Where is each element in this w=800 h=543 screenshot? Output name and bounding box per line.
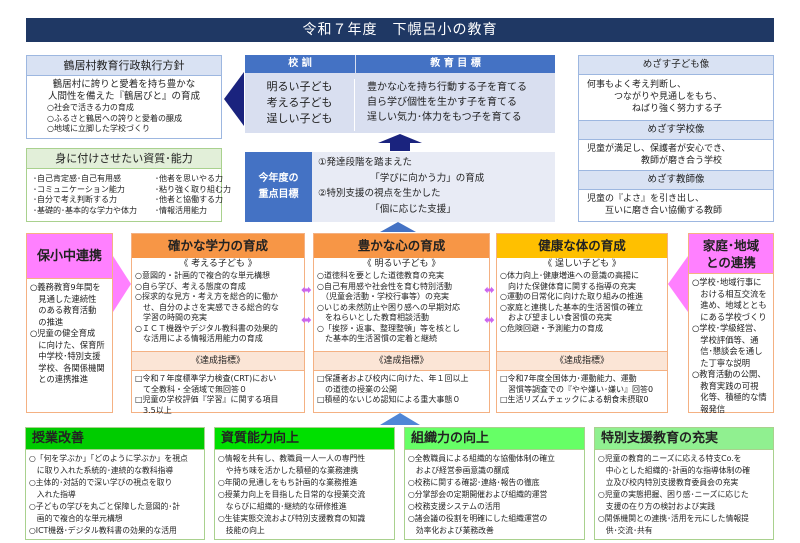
double-arrow-icon: ⬌: [484, 313, 495, 328]
aims-box: めざす子ども像 何事もよく考え判断し、 つながりや見通しをもち、 ねばり強く努力…: [578, 55, 774, 222]
policy-box: 鶴居村教育行政執行方針 鶴居村に誇りと愛着を持ち豊かな 人間性を備えた『鶴居びと…: [26, 55, 222, 139]
skills-header: 身に付けさせたい資質･能力: [27, 149, 221, 169]
family-link-box: 家庭･地域 との連携 ○学校･地域行事に おける相互交流を 進め、地域ととも に…: [688, 233, 774, 414]
heart-indicators: □保護者および校内に向けた、年１回以上 の道徳の授業の公開 □積極的ないじめ認知…: [317, 374, 469, 404]
health-sub: 《 逞しい子ども 》: [543, 259, 621, 269]
special-support-box: 特別支援教育の充実 ○児童の教育的ニーズに応える特支Co.を 中心とした組織的･…: [594, 427, 774, 540]
double-arrow-icon: ⬌: [301, 313, 312, 328]
academic-items: ○意図的・計画的で複合的な単元構想 ○自ら学び、考える態度の育成 ○探求的な見方…: [135, 271, 279, 343]
page-title: 令和７年度 下幌呂小の教育: [26, 18, 774, 42]
arrow-up-icon: [378, 134, 422, 143]
lesson-improvement-text: ○「何を学ぶか」「どのように学ぶか」を視点 に取り入れた系統的･連続的な教科指導…: [29, 454, 188, 535]
aim-header-teacher: めざす教師像: [579, 171, 773, 190]
arrow-up-icon: [380, 222, 416, 232]
aim-text-teacher: 児童の『よさ』を引き出し、 互いに磨き合い協働する教師: [587, 194, 723, 216]
double-arrow-icon: ⬌: [484, 283, 495, 298]
motto-table: 校 訓 教 育 目 標 明るい子ども 考える子ども 逞しい子ども 豊かな心を持ち…: [245, 55, 555, 133]
policy-main: 鶴居村に誇りと愛着を持ち豊かな 人間性を備えた『鶴居びと』の育成: [47, 79, 200, 102]
health-column: 健康な体の育成 《 逞しい子ども 》 ○体力向上･健康増進への意識の高揚に 向け…: [496, 233, 668, 413]
competency-box: 資質能力向上 ○情報を共有し、教職員一人一人の専門性 や持ち味を活かした積極的な…: [214, 427, 395, 540]
organization-text: ○全教職員による組織的な協働体制の確立 および経営参画意識の醸成 ○校務に関する…: [408, 454, 555, 535]
skills-left: ･自己肯定感･自己有用感 ･コミュニケーション能力 ･自分で考え判断する力 ･基…: [33, 174, 137, 215]
motto-header: 校 訓: [245, 55, 355, 73]
school-link-header: 保小中連携: [27, 234, 112, 279]
competency-header: 資質能力向上: [215, 428, 394, 450]
aim-header-child: めざす子ども像: [579, 56, 773, 75]
focus-label: 今年度の 重点目標: [245, 152, 312, 222]
health-indicator-label: 《達成指標》: [497, 351, 667, 371]
aim-text-school: 児童が満足し、保護者が安心でき、 教師が磨き合う学校: [579, 140, 773, 171]
heart-items: ○道徳科を要とした道徳教育の充実 ○自己有用感や社会性を育む特別活動 （児童会活…: [317, 271, 460, 343]
policy-header: 鶴居村教育行政執行方針: [27, 56, 221, 76]
academic-column: 確かな学力の育成 《 考える子ども 》 ○意図的・計画的で複合的な単元構想 ○自…: [131, 233, 305, 415]
family-link-header: 家庭･地域 との連携: [689, 234, 773, 274]
policy-items: ○社会で活きる力の育成 ○ふるさと鶴居への誇りと愛着の醸成 ○地域に立脚した学校…: [47, 103, 182, 133]
aim-text-child: 何事もよく考え判断し、 つながりや見通しをもち、 ねばり強く努力する子: [579, 75, 773, 121]
health-indicators: □令和7年度全国体力･運動能力、運動 習慣等調査での『やや嫌い･嫌い』回答0 □…: [500, 374, 654, 404]
academic-indicator-label: 《達成指標》: [132, 351, 304, 371]
arrow-left-icon: [668, 256, 688, 312]
skills-box: 身に付けさせたい資質･能力 ･自己肯定感･自己有用感 ･コミュニケーション能力 …: [26, 148, 231, 222]
health-items: ○体力向上･健康増進への意識の高揚に 向けた保健体育に関する指導の充実 ○運動の…: [500, 271, 643, 333]
academic-indicators: □令和７年度標準学力検査(CRT)におい て全教科・全領域で無回答０ □児童の学…: [135, 374, 279, 415]
motto-text: 明るい子ども 考える子ども 逞しい子ども: [245, 79, 355, 131]
arrow-up-stem: [390, 143, 410, 151]
health-header: 健康な体の育成: [497, 234, 667, 258]
special-support-text: ○児童の教育的ニーズに応える特支Co.を 中心とした組織的･計画的な指導体制の確…: [598, 454, 751, 535]
competency-text: ○情報を共有し、教職員一人一人の専門性 や持ち味を活かした積極的な業務連携 ○年…: [218, 454, 366, 535]
arrow-up-icon: [380, 413, 420, 425]
heart-column: 豊かな心の育成 《 明るい子ども 》 ○道徳科を要とした道徳教育の充実 ○自己有…: [313, 233, 490, 413]
academic-sub: 《 考える子ども 》: [179, 259, 257, 269]
heart-header: 豊かな心の育成: [314, 234, 489, 258]
school-link-text: ○義務教育9年間を 見通した連続性 のある教育活動 の推進 ○児童の健全育成 に…: [30, 282, 105, 384]
lesson-improvement-header: 授業改善: [26, 428, 204, 450]
arrow-left-icon: [224, 72, 244, 126]
double-arrow-icon: ⬌: [301, 283, 312, 298]
focus-box: 今年度の 重点目標 ①発達段階を踏まえた 「学びに向かう力」の育成 ②特別支援の…: [245, 152, 555, 222]
special-support-header: 特別支援教育の充実: [595, 428, 773, 450]
organization-box: 組織力の向上 ○全教職員による組織的な協働体制の確立 および経営参画意識の醸成 …: [404, 427, 585, 540]
organization-header: 組織力の向上: [405, 428, 584, 450]
heart-sub: 《 明るい子ども 》: [362, 259, 441, 269]
skills-right: ･他者を思いやる力 ･粘り強く取り組む力 ･他者と協働する力 ･情報活用能力: [155, 174, 231, 215]
lesson-improvement-box: 授業改善 ○「何を学ぶか」「どのように学ぶか」を視点 に取り入れた系統的･連続的…: [25, 427, 205, 540]
heart-indicator-label: 《達成指標》: [314, 351, 489, 371]
goals-text: 豊かな心を持ち行動する子を育てる 自ら学び個性を生かす子を育てる 逞しい気力･体…: [367, 82, 527, 123]
aim-header-school: めざす学校像: [579, 121, 773, 140]
arrow-right-icon: [113, 256, 131, 312]
family-link-text: ○学校･地域行事に おける相互交流を 進め、地域ととも にある学校づくり ○学校…: [692, 277, 767, 414]
goals-header: 教 育 目 標: [356, 55, 555, 73]
academic-header: 確かな学力の育成: [132, 234, 304, 258]
focus-text: ①発達段階を踏まえた 「学びに向かう力」の育成 ②特別支援の視点を生かした 「個…: [318, 157, 485, 215]
school-link-box: 保小中連携 ○義務教育9年間を 見通した連続性 のある教育活動 の推進 ○児童の…: [26, 233, 113, 413]
